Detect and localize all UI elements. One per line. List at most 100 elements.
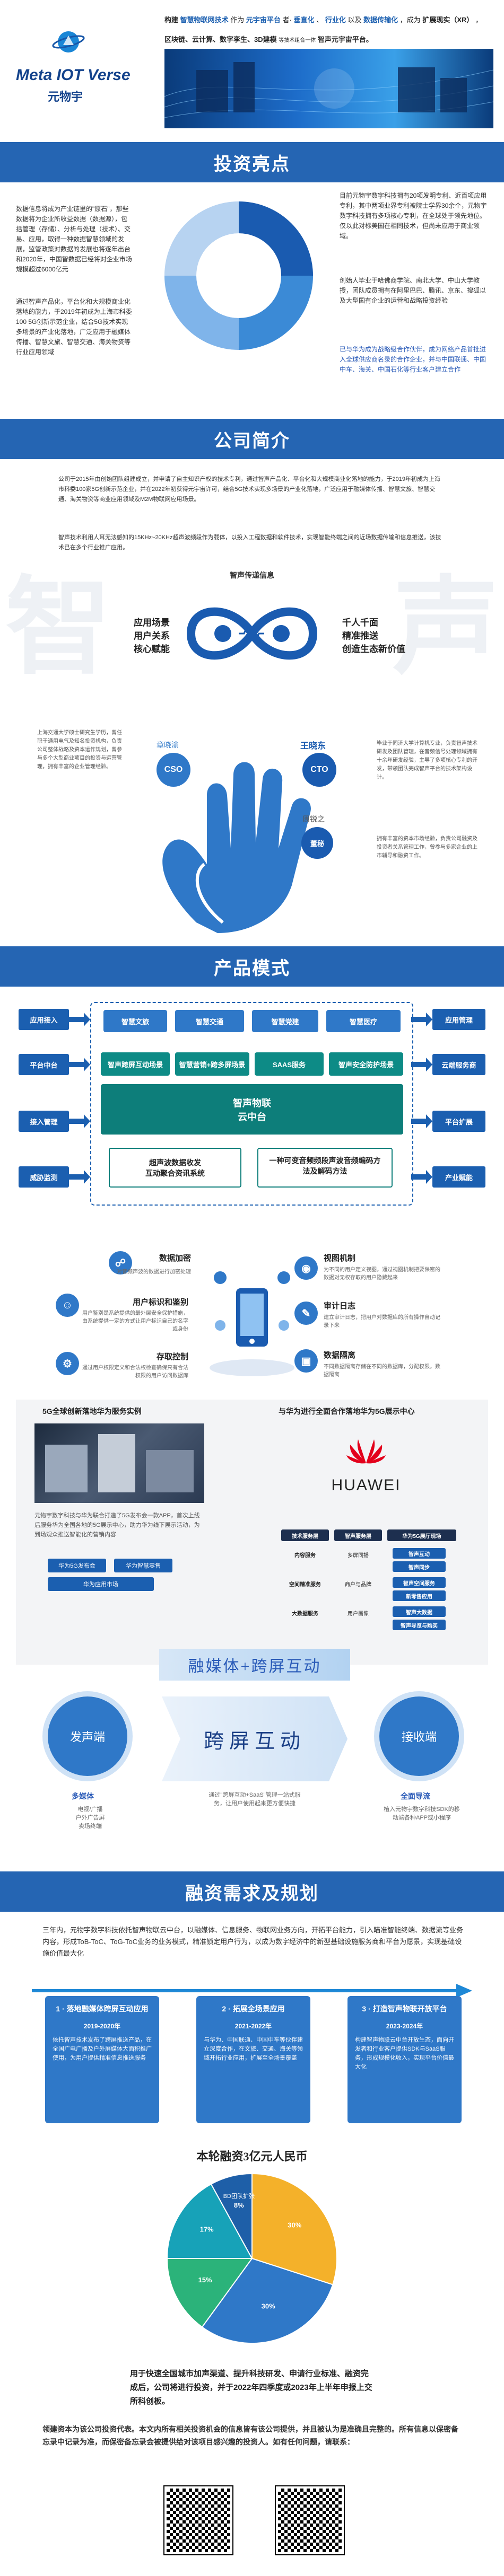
pie-series-name: BD团队扩张 — [223, 2192, 255, 2200]
flow-r3c1: 大数据服务 — [292, 1611, 318, 1617]
phase-card-2: 2 · 拓展全场景应用 2021-2022年 与华为、中国联通、中国中车等伙伴建… — [196, 1996, 310, 2123]
flow-r2c4: 新零售应用 — [393, 1590, 446, 1601]
pie-label: 30% — [262, 2302, 275, 2310]
tag-i: 数据传输化 — [363, 16, 398, 24]
company-left-label: 应用场景 用户关系 核心赋能 — [134, 618, 170, 654]
recv-label: 全面导流 — [401, 1792, 430, 1800]
fund-use-text: 用于快速全国城市加声渠道、提升科技研发、申请行业标准、融资完成后，公司将进行投资… — [130, 2369, 372, 2406]
coo-badge: 董秘 — [301, 827, 333, 859]
cto-desc: 毕业于同济大学计算机专业，负责智声技术研发及团队管理，在音频信号处理领域拥有十余… — [377, 741, 477, 780]
huawei-wordmark: HUAWEI — [331, 1476, 401, 1494]
tag-j: ，成为 — [399, 16, 421, 24]
row1-item-3: 智慧党建 — [252, 1010, 318, 1032]
tag-bold: 构建 — [164, 16, 179, 24]
flow-r2c3: 智声空间服务 — [393, 1577, 446, 1588]
invest-left-1: 数据信息将成为产业链里的"原石"，那些数据将为企业所收益数据（数据源），包括管理… — [16, 205, 132, 273]
feature-desc-1: 对音频声波的数据进行加密处理 — [117, 1269, 191, 1275]
section-product-band: 产品模式 — [0, 946, 504, 987]
left-pill-3: 接入管理 — [19, 1111, 69, 1132]
feature-title-5: 存取控制 — [156, 1352, 188, 1361]
phase-date: 2023-2024年 — [386, 2023, 423, 2030]
tag-c: 元宇宙平台 — [246, 16, 281, 24]
right-pill-3: 平台扩展 — [432, 1111, 485, 1132]
fiveg-chip-2[interactable]: 华为智慧零售 — [114, 1559, 172, 1572]
media-banner-text: 融媒体+跨屏互动 — [188, 1658, 321, 1675]
tag-f: 、 — [316, 16, 324, 24]
section-finance-band: 融资需求及规划 — [0, 1871, 504, 1912]
brand-logo-icon — [52, 29, 85, 55]
fiveg-chip-1[interactable]: 华为5G发布会 — [48, 1559, 106, 1572]
footer-text: 领建资本为该公司投资代表。本文内所有相关投资机会的信息皆有该公司提供，并且被认为… — [42, 2425, 458, 2446]
company-right-label: 千人千面 精准推送 创造生态新价值 — [342, 618, 405, 654]
chart-title: 本轮融资3亿元人民币 — [196, 2150, 308, 2163]
encrypt-icon: ☍ — [109, 1251, 132, 1274]
company-chip: 智声传递信息 — [230, 571, 274, 579]
feature-center-graphic — [204, 1246, 300, 1384]
left-pill-2: 平台中台 — [19, 1054, 69, 1075]
left-pill-1: 应用接入 — [19, 1009, 69, 1030]
cross-desc: 通过"跨屏互动+SaaS"管理一站式服务，让用户使用起来更方便快捷 — [208, 1792, 301, 1807]
row2-item-3: SAAS服务 — [255, 1052, 324, 1076]
flow-r3c3: 智声大数据 — [393, 1606, 446, 1617]
row1-item-1: 智慧文旅 — [103, 1010, 167, 1032]
tag2-main: 区块链、云计算、数字孪生、3D建模 — [164, 36, 277, 43]
phase-title: 1 · 落地融媒体跨屏互动应用 — [56, 2004, 149, 2013]
qr-code-2 — [275, 2485, 345, 2555]
send-label: 多媒体 — [72, 1792, 94, 1800]
section-title: 投资亮点 — [214, 154, 290, 174]
feature-desc-6: 不同数据隔离存储在不同的数据库，分配权限，数据隔离 — [324, 1364, 440, 1378]
feature-desc-4: 建立审计日志，把用户对数据库的所有操作自动记录下来 — [324, 1315, 440, 1329]
tag-g: 行业化 — [325, 16, 346, 24]
cto-badge: CTO — [302, 753, 336, 787]
row1-item-4: 智慧医疗 — [326, 1010, 401, 1032]
feature-title-1: 数据加密 — [159, 1254, 191, 1263]
feature-desc-2: 为不同的用户定义视图，通过视图机制把要保密的数据对无权存取的用户隐藏起来 — [324, 1267, 440, 1281]
company-intro-2: 智声技术利用人耳无法感知的15KHz~20KHz超声波频段作为载体，以投入工程数… — [58, 534, 441, 551]
brand-name: Meta IOT Verse — [16, 66, 131, 84]
ceo-desc: 上海交通大学硕士研究生学历，曾任职于通用电气及知名投资机构，负责公司整体战略及资… — [37, 730, 122, 770]
flow-r1c4: 智声同步 — [393, 1561, 446, 1572]
tag-text: 智慧物联网技术 — [180, 16, 229, 24]
row2-item-1: 智声跨屏互动场景 — [101, 1052, 170, 1076]
qr-code-1 — [163, 2485, 233, 2555]
section-company-band: 公司简介 — [0, 419, 504, 459]
flow-r1c1: 内容服务 — [294, 1553, 316, 1559]
send-circle: 发声端 — [48, 1696, 127, 1776]
tag2-tail: 智声元宇宙平台。 — [317, 36, 373, 43]
pie-slice — [201, 2257, 334, 2344]
arrows-left — [69, 1007, 90, 1198]
fiveg-title: 5G全球创新落地华为服务实例 — [42, 1407, 142, 1416]
flow-r3c4: 智声导览与购买 — [393, 1620, 446, 1630]
flow-head-2: 智声服务层 — [334, 1529, 382, 1541]
phase-card-3: 3 · 打造智声物联开放平台 2023-2024年 构建智声物联云中台开放生态，… — [347, 1996, 462, 2123]
invest-left-2: 通过智声产品化，平台化和大规模商业化落地的能力，于2019年初成为上海市科委10… — [16, 298, 132, 356]
flow-r1c2: 多屏同播 — [347, 1553, 369, 1559]
row2-item-2: 智慧营销+跨多屏场景 — [175, 1052, 249, 1076]
user-id-icon: ☺ — [56, 1294, 79, 1317]
huawei-logo-icon — [332, 1431, 401, 1474]
phase-arrow — [32, 1983, 472, 1999]
pie-slice — [251, 2173, 337, 2285]
row1-item-2: 智慧交通 — [175, 1010, 244, 1032]
left-pill-4: 威胁监测 — [19, 1166, 69, 1188]
patent-left: 超声波数据收发 互动聚合资讯系统 — [109, 1148, 241, 1188]
fiveg-chip-3[interactable]: 华为应用市场 — [48, 1577, 154, 1591]
flow-r3c2: 用户画像 — [347, 1611, 369, 1617]
right-pill-1: 应用管理 — [432, 1009, 485, 1030]
section-invest-band: 投资亮点 — [0, 142, 504, 182]
recv-desc: 植入元物宇数字科技SDK的移动端各种APP或小程序 — [384, 1806, 460, 1821]
pie-label: 8% — [234, 2201, 244, 2209]
funding-pie-chart: 30%30%15%17%8%BD团队扩张 — [166, 2173, 337, 2344]
flow-head-1: 技术服务层 — [281, 1529, 329, 1541]
section-title: 公司简介 — [214, 430, 290, 451]
tag-e: 垂直化 — [293, 16, 315, 24]
feature-title-3: 用户标识和鉴别 — [132, 1298, 188, 1307]
product-frame — [90, 1002, 413, 1206]
view-icon: ◉ — [294, 1256, 318, 1280]
section-title: 产品模式 — [214, 958, 290, 979]
flow-head-3: 华为5G展厅现场 — [387, 1529, 456, 1541]
invest-donut — [159, 196, 318, 355]
pie-label: 15% — [198, 2276, 212, 2284]
cross-panel: 跨屏互动 — [162, 1696, 347, 1781]
header: Meta IOT Verse 元物宇 构建 智慧物联网技术 作为 元宇宙平台 者… — [0, 0, 504, 133]
